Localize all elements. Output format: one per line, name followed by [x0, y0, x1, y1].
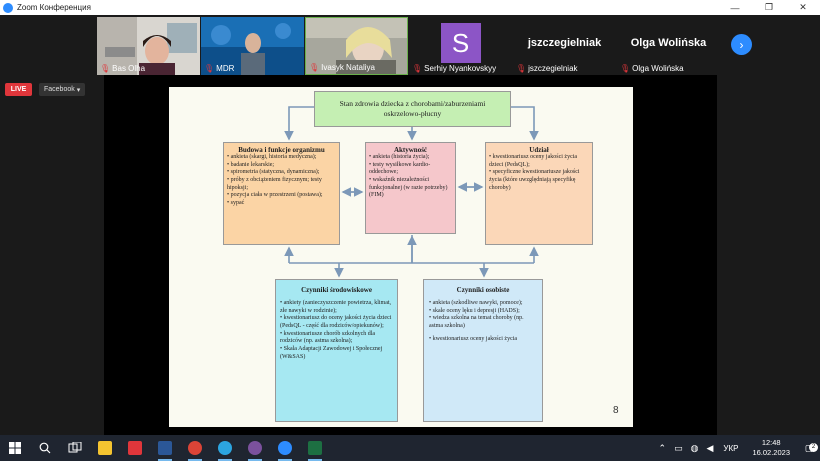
- avatar: S: [440, 23, 481, 63]
- title-bar: Zoom Конференция — ❐ ✕: [0, 0, 820, 15]
- next-page-chevron-icon[interactable]: ›: [731, 34, 752, 55]
- chevron-down-icon: ▾: [76, 86, 81, 94]
- file-explorer-icon[interactable]: [90, 435, 120, 461]
- diagram-box-personal-factors: Czynniki osobiste ankieta (szkodliwe naw…: [423, 279, 543, 422]
- volume-icon[interactable]: ◀: [706, 442, 714, 453]
- participant-name: 🎙jszczegielniak: [516, 64, 578, 73]
- windows-icon[interactable]: [0, 435, 30, 461]
- participant-display-name: Olga Wolińska: [630, 37, 707, 49]
- diagram-box-participation: Udział kwestionariusz oceny jakości życi…: [485, 142, 593, 245]
- participant-name: 🎙Bas Olha: [100, 64, 146, 73]
- notification-count-badge: 2: [809, 442, 818, 452]
- presentation-slide: Stan zdrowia dziecka z chorobami/zaburze…: [169, 87, 633, 427]
- zoom-icon[interactable]: [270, 435, 300, 461]
- slide-page-number: 8: [613, 405, 619, 416]
- chrome-icon[interactable]: [180, 435, 210, 461]
- close-button[interactable]: ✕: [799, 2, 807, 12]
- diagram-box-body-functions: Budowa i funkcje organizmu ankieta (skar…: [223, 142, 340, 245]
- diagram-box-environmental-factors: Czynniki środowiskowe ankiety (zanieczys…: [275, 279, 398, 422]
- maximize-button[interactable]: ❐: [764, 2, 774, 12]
- diagram-arrows: [284, 106, 539, 278]
- participant-strip: 🎙Bas Olha 🎙MDR 🎙Ivasyk Nataliya S 🎙Serhi…: [0, 15, 820, 75]
- network-icon[interactable]: ◍: [690, 442, 699, 453]
- participant-tile[interactable]: S 🎙Serhiy Nyankovskyy: [409, 17, 512, 75]
- participant-name: 🎙Ivasyk Nataliya: [309, 63, 375, 72]
- zoom-logo-icon: [3, 2, 13, 13]
- search-icon[interactable]: [30, 435, 60, 461]
- live-badge[interactable]: LIVE: [5, 83, 32, 96]
- participant-video: [97, 17, 200, 75]
- diagram-box-health-status: Stan zdrowia dziecka z chorobami/zaburze…: [314, 91, 511, 127]
- facebook-stream-dropdown[interactable]: Facebook ▾: [39, 83, 86, 96]
- mouse-cursor-icon: ↖: [645, 147, 656, 161]
- mic-off-icon: 🎙: [620, 64, 631, 73]
- word-icon[interactable]: [150, 435, 180, 461]
- minimize-button[interactable]: —: [730, 2, 740, 13]
- participant-tile[interactable]: jszczegielniak 🎙jszczegielniak: [513, 17, 616, 75]
- clock[interactable]: 12:48 16.02.2023: [752, 438, 790, 457]
- task-view-icon[interactable]: [60, 435, 90, 461]
- mic-off-icon: 🎙: [204, 64, 215, 73]
- participant-video: [201, 17, 304, 75]
- window-controls: — ❐ ✕: [718, 0, 820, 15]
- mic-off-icon: 🎙: [100, 64, 111, 73]
- participant-tile[interactable]: 🎙Bas Olha: [97, 17, 200, 75]
- viber-icon[interactable]: [240, 435, 270, 461]
- mic-off-icon: 🎙: [309, 63, 320, 72]
- pdf-icon[interactable]: [120, 435, 150, 461]
- chevron-up-icon[interactable]: ⌃: [658, 442, 667, 453]
- window-title: Zoom Конференция: [17, 3, 91, 12]
- participant-tile[interactable]: Olga Wolińska 🎙Olga Wolińska: [617, 17, 720, 75]
- diagram-box-activity: Aktywność ankieta (historia życia); test…: [365, 142, 456, 234]
- excel-icon[interactable]: [300, 435, 330, 461]
- mic-off-icon: 🎙: [516, 64, 527, 73]
- participant-tile[interactable]: 🎙MDR: [201, 17, 304, 75]
- notification-center-icon[interactable]: ▢2: [798, 442, 820, 454]
- system-tray: ⌃ ▭ ◍ ◀ УКР 12:48 16.02.2023 ▢2: [655, 435, 820, 461]
- language-indicator[interactable]: УКР: [723, 443, 739, 453]
- participant-name: 🎙Serhiy Nyankovskyy: [412, 64, 497, 73]
- mic-off-icon: 🎙: [412, 64, 423, 73]
- participant-name: 🎙Olga Wolińska: [620, 64, 684, 73]
- participant-tile-active[interactable]: 🎙Ivasyk Nataliya: [305, 17, 408, 75]
- telegram-icon[interactable]: [210, 435, 240, 461]
- participant-video: [306, 18, 407, 74]
- battery-icon[interactable]: ▭: [674, 442, 683, 453]
- taskbar: ⌃ ▭ ◍ ◀ УКР 12:48 16.02.2023 ▢2: [0, 435, 820, 461]
- participant-display-name: jszczegielniak: [527, 37, 602, 49]
- participant-name: 🎙MDR: [204, 64, 235, 73]
